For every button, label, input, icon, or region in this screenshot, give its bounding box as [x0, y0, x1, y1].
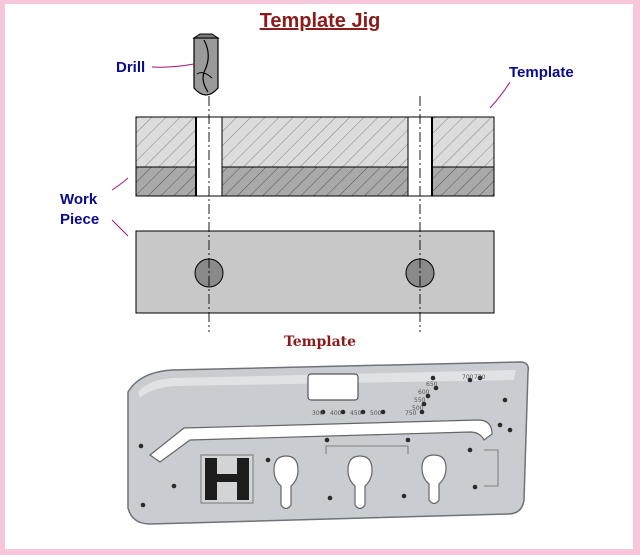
work-piece-leader-top — [111, 177, 129, 191]
template-plate-photo — [127, 361, 530, 525]
plate-mark: 500 — [370, 410, 382, 417]
plate-mark: 720 — [474, 374, 486, 381]
work-piece-plan — [135, 230, 495, 314]
drill-leader — [151, 63, 195, 68]
plate-mark: 400 — [330, 410, 342, 417]
plate-mark: 450 — [350, 410, 362, 417]
plate-mark: 500 — [412, 405, 424, 412]
work-piece-label: Work Piece — [60, 191, 100, 228]
plate-mark: 750 — [405, 410, 417, 417]
page-title: Template Jig — [259, 10, 381, 32]
plate-mark: 700 — [462, 374, 474, 381]
plate-mark: 550 — [414, 397, 426, 404]
template-leader — [489, 81, 511, 109]
work-piece-leader-bottom — [111, 219, 129, 237]
drill-bit — [192, 33, 220, 96]
plate-mark: 300 — [312, 410, 324, 417]
plate-mark: 650 — [426, 381, 438, 388]
template-label: Template — [509, 64, 574, 81]
drill-label: Drill — [116, 59, 146, 76]
template-block — [135, 116, 495, 168]
plate-mark: 600 — [418, 389, 430, 396]
work-piece-section — [135, 166, 495, 197]
photo-caption: Template — [283, 334, 357, 350]
